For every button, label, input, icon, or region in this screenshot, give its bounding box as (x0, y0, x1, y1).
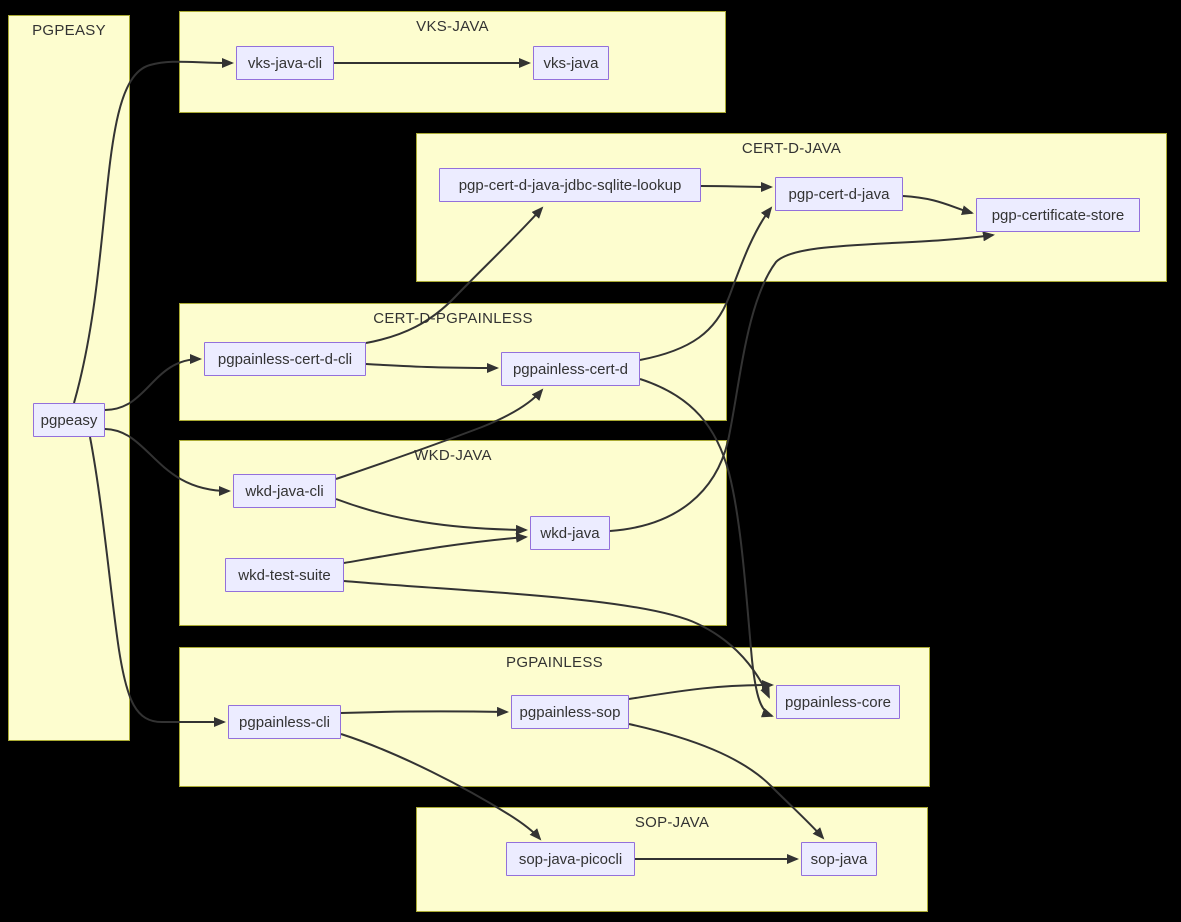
node-label-pgp-certificate-store: pgp-certificate-store (991, 206, 1125, 224)
node-pgp-cert-d-java: pgp-cert-d-java (775, 177, 903, 211)
node-label-sop-java-picocli: sop-java-picocli (518, 850, 623, 868)
cluster-pgpeasy: PGPEASY (8, 15, 130, 741)
node-pgpainless-cli: pgpainless-cli (228, 705, 341, 739)
node-pgpainless-cert-d: pgpainless-cert-d (501, 352, 640, 386)
node-label-sop-java: sop-java (810, 850, 868, 868)
node-label-pgpainless-sop: pgpainless-sop (519, 703, 621, 721)
node-label-pgpeasy: pgpeasy (40, 411, 98, 429)
node-wkd-java-cli: wkd-java-cli (233, 474, 336, 508)
node-pgp-certificate-store: pgp-certificate-store (976, 198, 1140, 232)
cluster-wkd-java: WKD-JAVA (179, 440, 727, 626)
node-vks-java: vks-java (533, 46, 609, 80)
node-pgpainless-cert-d-cli: pgpainless-cert-d-cli (204, 342, 366, 376)
node-label-wkd-java: wkd-java (540, 524, 600, 542)
node-pgpainless-sop: pgpainless-sop (511, 695, 629, 729)
cluster-title-wkd-java: WKD-JAVA (414, 447, 492, 464)
node-pgpainless-core: pgpainless-core (776, 685, 900, 719)
node-wkd-java: wkd-java (530, 516, 610, 550)
node-pgpeasy: pgpeasy (33, 403, 105, 437)
node-label-pgpainless-cli: pgpainless-cli (239, 713, 330, 731)
cluster-title-sop-java: SOP-JAVA (634, 814, 710, 831)
node-label-vks-java: vks-java (543, 54, 599, 72)
node-pgp-cert-d-java-jdbc-sqlite-lookup: pgp-cert-d-java-jdbc-sqlite-lookup (439, 168, 701, 202)
cluster-title-cert-d-java: CERT-D-JAVA (741, 140, 842, 157)
node-label-pgp-cert-d-java-jdbc-sqlite-lookup: pgp-cert-d-java-jdbc-sqlite-lookup (458, 176, 682, 194)
node-label-wkd-test-suite: wkd-test-suite (238, 566, 331, 584)
node-label-pgp-cert-d-java: pgp-cert-d-java (788, 185, 890, 203)
cluster-title-pgpeasy: PGPEASY (32, 22, 106, 39)
cluster-title-cert-d-pgpainless: CERT-D-PGPAINLESS (373, 310, 533, 327)
node-wkd-test-suite: wkd-test-suite (225, 558, 344, 592)
node-label-pgpainless-cert-d-cli: pgpainless-cert-d-cli (217, 350, 353, 368)
node-vks-java-cli: vks-java-cli (236, 46, 334, 80)
node-label-wkd-java-cli: wkd-java-cli (245, 482, 324, 500)
cluster-title-pgpainless: PGPAINLESS (506, 654, 603, 671)
cluster-title-vks-java: VKS-JAVA (416, 18, 489, 35)
node-label-pgpainless-cert-d: pgpainless-cert-d (512, 360, 629, 378)
node-sop-java-picocli: sop-java-picocli (506, 842, 635, 876)
node-label-vks-java-cli: vks-java-cli (247, 54, 323, 72)
node-sop-java: sop-java (801, 842, 877, 876)
node-label-pgpainless-core: pgpainless-core (785, 693, 891, 711)
